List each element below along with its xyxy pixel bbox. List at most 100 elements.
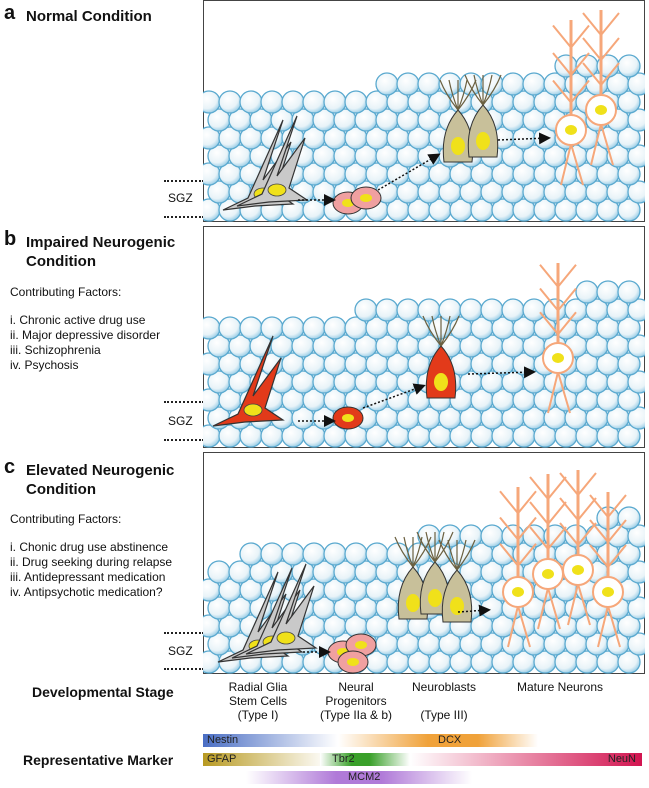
- granule-cell-bead: [239, 90, 263, 114]
- neuron-branch: [529, 501, 567, 525]
- panel-b-sgz-label: SGZ: [168, 414, 193, 428]
- granule-cell-bead: [323, 316, 347, 340]
- neuron-axon: [547, 371, 571, 414]
- lineage-arrow: [497, 132, 551, 145]
- granule-cell-bead: [617, 126, 641, 150]
- neuron-branch: [582, 37, 620, 61]
- granule-cell-bead: [239, 316, 263, 340]
- panel-c-sgz-boundary-top: [164, 632, 204, 634]
- neuroblast-nucleus: [428, 589, 442, 607]
- neuroblast-dendrite: [416, 531, 436, 563]
- panel-a-title-line: Normal Condition: [26, 8, 152, 25]
- neuroblast-dendrite: [412, 536, 432, 568]
- granule-cell-bead: [617, 388, 641, 412]
- neuron-branch: [589, 494, 627, 518]
- radial-glia-cell: [212, 335, 285, 427]
- granule-cell-bead: [396, 298, 420, 322]
- panel-c-title: Elevated Neurogenic Condition: [26, 461, 174, 499]
- panel-b-factors-list: i. Chronic active drug use ii. Major dep…: [10, 313, 160, 373]
- stage-line: (Type I): [237, 708, 279, 722]
- glia-nucleus: [276, 631, 296, 645]
- granule-cell-bead: [302, 316, 326, 340]
- neuroblast-dendrite: [439, 79, 459, 111]
- granule-cell-bead: [375, 298, 399, 322]
- panel-b-sgz-boundary-bottom: [164, 439, 204, 441]
- granule-cell-bead: [417, 72, 441, 96]
- neuroblast-dendrite: [394, 536, 414, 568]
- granule-cell-bead: [480, 298, 504, 322]
- neuroblast-dendrite: [422, 315, 442, 347]
- neuroblast-dendrite: [464, 74, 484, 106]
- granule-cell-bead: [627, 180, 645, 204]
- panel-c-factor: iii. Antidepressant medication: [10, 570, 166, 584]
- panel-c-factor: i. Chonic drug use abstinence: [10, 540, 169, 554]
- granule-cell-bead: [617, 280, 641, 304]
- progenitor-nucleus: [347, 658, 359, 666]
- neuroblast-cell: [425, 345, 457, 399]
- neuroblast-dendrite: [431, 315, 442, 347]
- neuron-branch: [589, 519, 627, 543]
- granule-cell-bead: [617, 650, 641, 674]
- panel-a-sgz-label: SGZ: [168, 191, 193, 205]
- granule-cell-bead: [375, 72, 399, 96]
- granule-cell-bead: [543, 298, 567, 322]
- granule-cell-bead: [501, 298, 525, 322]
- neuron-branch: [552, 52, 590, 76]
- neuron-branch: [589, 544, 627, 568]
- panel-a-title: Normal Condition: [26, 7, 152, 26]
- granule-cell-bead: [302, 90, 326, 114]
- developmental-stage-heading: Developmental Stage: [32, 684, 174, 700]
- neuron-branch: [559, 497, 597, 521]
- panel-c-factor: iv. Antipsychotic medication?: [10, 585, 163, 599]
- neuron-axon: [597, 605, 621, 648]
- progenitor-nucleus: [342, 414, 354, 422]
- neuron-nucleus: [602, 587, 614, 597]
- granule-cell-bead: [239, 542, 263, 566]
- neuroblast-dendrite: [438, 539, 458, 571]
- neuron-branch: [499, 516, 537, 541]
- panel-b-factor: iii. Schizophrenia: [10, 343, 101, 357]
- marker-bar-nestin: Nestin: [203, 734, 338, 747]
- granule-cell-bead: [627, 596, 645, 620]
- panel-c-title-line: Elevated Neurogenic: [26, 462, 175, 479]
- stage-line-spacer: [394, 694, 494, 708]
- neuroblast-dendrite: [425, 531, 436, 563]
- panel-b-sgz-boundary-top: [164, 401, 204, 403]
- marker-bar-mcm2: MCM2: [246, 771, 472, 784]
- neuroblast-nucleus: [434, 373, 448, 391]
- granule-cell-bead: [617, 614, 641, 638]
- marker-bar-dcx: DCX: [338, 734, 538, 747]
- granule-cell-bead: [438, 524, 462, 548]
- panel-b-factor: ii. Major depressive disorder: [10, 328, 161, 342]
- granule-cell-bead: [260, 316, 284, 340]
- granule-cell-bead: [627, 144, 645, 168]
- granule-cell-bead: [417, 298, 441, 322]
- granule-cell-bead: [627, 108, 645, 132]
- granule-cell-bead: [365, 542, 389, 566]
- stage-radial-glia: Radial Glia Stem Cells (Type I): [208, 680, 308, 722]
- stage-line: Mature Neurons: [516, 680, 604, 694]
- panel-b-title: Impaired Neurogenic Condition: [26, 233, 175, 271]
- marker-bar-tbr2: Tbr2: [320, 753, 410, 766]
- panel-b-title-line: Impaired Neurogenic: [26, 234, 176, 251]
- panel-b-factor: iv. Psychosis: [10, 358, 79, 372]
- neuron-branch: [582, 12, 620, 36]
- panel-c-factor: ii. Drug seeking during relapse: [10, 555, 173, 569]
- neuroblast-dendrite: [434, 531, 454, 563]
- panel-a-sgz-boundary-top: [164, 180, 204, 182]
- neuroblast-dendrite: [412, 536, 423, 568]
- granule-cell-bead: [281, 542, 305, 566]
- neuroblast-dendrite: [482, 74, 493, 106]
- neuron-axon: [560, 143, 584, 186]
- neuron-nucleus: [552, 353, 564, 363]
- glia-nucleus: [243, 403, 263, 417]
- neuron-axon: [567, 583, 591, 626]
- neuron-branch: [539, 287, 577, 312]
- granule-cell-bead: [617, 316, 641, 340]
- granule-cell-bead: [617, 352, 641, 376]
- granule-cell-bead: [627, 72, 645, 96]
- stage-line: Radial Glia: [228, 680, 288, 694]
- granule-cell-bead: [627, 370, 645, 394]
- neuroblast-dendrite: [473, 74, 484, 106]
- granule-cell-bead: [218, 316, 242, 340]
